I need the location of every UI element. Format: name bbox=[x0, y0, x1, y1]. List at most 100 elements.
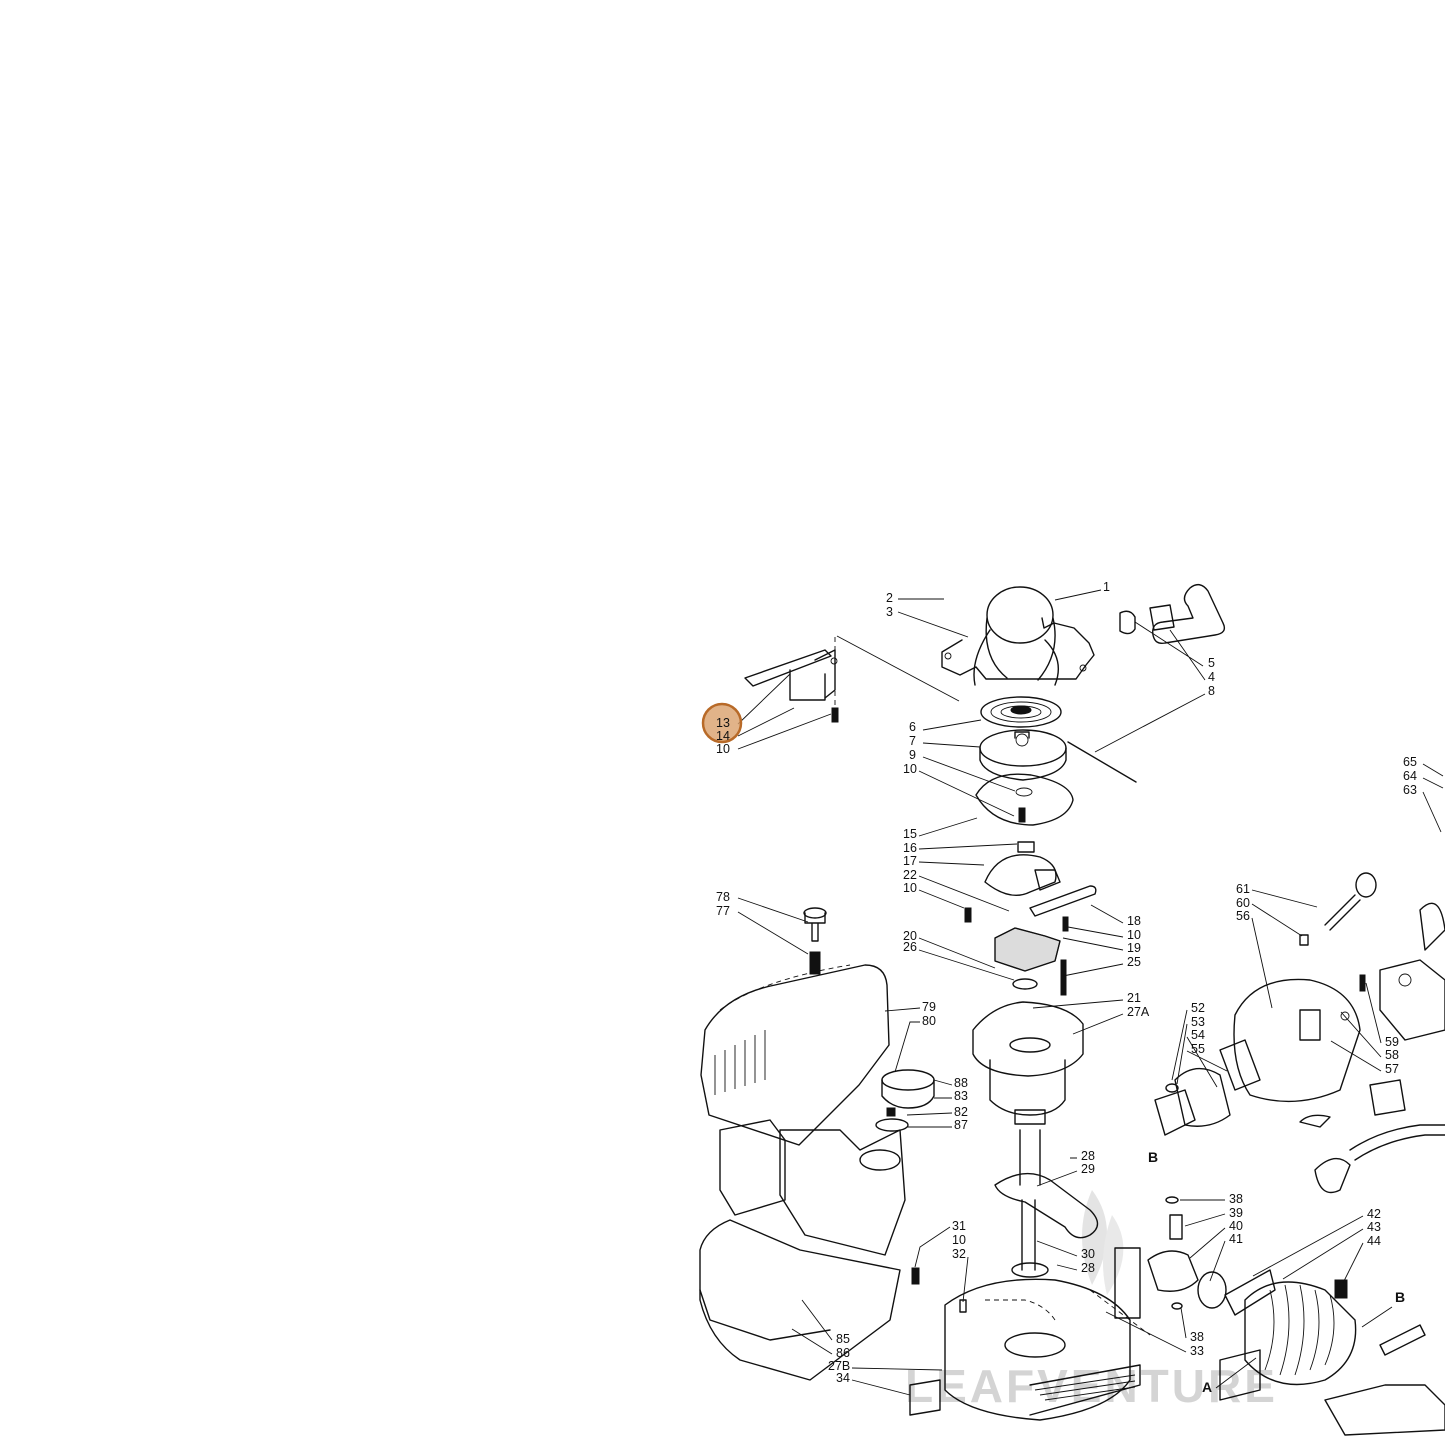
part-number-7: 7 bbox=[909, 734, 916, 748]
part-number-78: 78 bbox=[716, 890, 730, 904]
starter-handle bbox=[1119, 583, 1226, 645]
part-number-79: 79 bbox=[922, 1000, 936, 1014]
side-panel-20 bbox=[1219, 1349, 1261, 1401]
fuel-tank-and-air-box bbox=[699, 964, 906, 1381]
part-number-13: 13 bbox=[716, 716, 730, 730]
starter-rope bbox=[1067, 741, 1137, 783]
part-number-80: 80 bbox=[922, 1014, 936, 1028]
plate-33 bbox=[1089, 1247, 1151, 1336]
part-number-32: 32 bbox=[952, 1247, 966, 1261]
part-number-57: 57 bbox=[1385, 1062, 1399, 1076]
part-number-18: 18 bbox=[1127, 914, 1141, 928]
recoil-spring bbox=[980, 696, 1062, 728]
crankshaft bbox=[994, 1172, 1099, 1278]
part-number-9: 9 bbox=[909, 748, 916, 762]
part-number-14: 14 bbox=[716, 729, 730, 743]
part-number-83: 83 bbox=[954, 1089, 968, 1103]
part-number-19: 19 bbox=[1127, 941, 1141, 955]
part-number-85: 85 bbox=[836, 1332, 850, 1346]
starter-plate bbox=[975, 773, 1074, 826]
part-number-17: 17 bbox=[903, 854, 917, 868]
part-number-65: 65 bbox=[1403, 755, 1417, 769]
ignition-coil bbox=[964, 885, 1097, 996]
carburetor bbox=[1340, 902, 1445, 1041]
part-number-38: 38 bbox=[1229, 1192, 1243, 1206]
part-number-10: 10 bbox=[903, 762, 917, 776]
reference-mark-B: B bbox=[1395, 1289, 1405, 1305]
part-number-10: 10 bbox=[716, 742, 730, 756]
part-labels: 1234581314106791015161722101810192520262… bbox=[716, 580, 1417, 1385]
part-number-54: 54 bbox=[1191, 1028, 1205, 1042]
part-number-31: 31 bbox=[952, 1219, 966, 1233]
part-number-39: 39 bbox=[1229, 1206, 1243, 1220]
part-number-27B: 27B bbox=[828, 1359, 850, 1373]
part-number-43: 43 bbox=[1367, 1220, 1381, 1234]
part-number-44: 44 bbox=[1367, 1234, 1381, 1248]
part-number-40: 40 bbox=[1229, 1219, 1243, 1233]
filter-cap bbox=[875, 1069, 935, 1132]
part-number-29: 29 bbox=[1081, 1162, 1095, 1176]
part-number-87: 87 bbox=[954, 1118, 968, 1132]
part-number-16: 16 bbox=[903, 841, 917, 855]
part-number-1: 1 bbox=[1103, 580, 1110, 594]
part-number-38: 38 bbox=[1190, 1330, 1204, 1344]
insulator-gaskets bbox=[1154, 1039, 1261, 1136]
screw-10 bbox=[911, 1267, 920, 1285]
watermark: LEAFVENTURE bbox=[905, 1190, 1278, 1412]
reference-mark-A: A bbox=[1202, 1379, 1212, 1395]
part-number-28: 28 bbox=[1081, 1149, 1095, 1163]
part-number-10: 10 bbox=[952, 1233, 966, 1247]
part-number-53: 53 bbox=[1191, 1015, 1205, 1029]
part-number-82: 82 bbox=[954, 1105, 968, 1119]
part-number-10: 10 bbox=[1127, 928, 1141, 942]
part-number-61: 61 bbox=[1236, 882, 1250, 896]
part-number-3: 3 bbox=[886, 605, 893, 619]
part-number-27A: 27A bbox=[1127, 1005, 1150, 1019]
part-number-86: 86 bbox=[836, 1346, 850, 1360]
bracket bbox=[744, 635, 960, 723]
part-number-20: 20 bbox=[903, 929, 917, 943]
reference-marks: B B A bbox=[1148, 1149, 1405, 1395]
choke-and-primer bbox=[1299, 872, 1377, 946]
part-number-26: 26 bbox=[903, 940, 917, 954]
crankcase-lower bbox=[944, 1278, 1141, 1421]
part-number-10: 10 bbox=[903, 881, 917, 895]
pin-32 bbox=[959, 1299, 967, 1313]
leader-lines bbox=[737, 589, 1444, 1396]
part-number-4: 4 bbox=[1208, 670, 1215, 684]
part-number-8: 8 bbox=[1208, 684, 1215, 698]
part-number-34: 34 bbox=[836, 1371, 850, 1385]
part-number-55: 55 bbox=[1191, 1042, 1205, 1056]
part-number-88: 88 bbox=[954, 1076, 968, 1090]
part-number-6: 6 bbox=[909, 720, 916, 734]
part-number-56: 56 bbox=[1236, 909, 1250, 923]
highlight-marker[interactable] bbox=[701, 702, 743, 744]
part-number-77: 77 bbox=[716, 904, 730, 918]
part-number-52: 52 bbox=[1191, 1001, 1205, 1015]
part-number-30: 30 bbox=[1081, 1247, 1095, 1261]
part-number-21: 21 bbox=[1127, 991, 1141, 1005]
part-number-33: 33 bbox=[1190, 1344, 1204, 1358]
part-number-5: 5 bbox=[1208, 656, 1215, 670]
starter-pulley bbox=[979, 729, 1067, 781]
part-number-63: 63 bbox=[1403, 783, 1417, 797]
part-number-25: 25 bbox=[1127, 955, 1141, 969]
gasket-34 bbox=[909, 1379, 941, 1416]
watermark-text: LEAFVENTURE bbox=[905, 1360, 1278, 1412]
part-number-2: 2 bbox=[886, 591, 893, 605]
fuel-line-and-filter bbox=[1314, 1124, 1445, 1194]
part-number-28: 28 bbox=[1081, 1261, 1095, 1275]
part-number-58: 58 bbox=[1385, 1048, 1399, 1062]
part-number-60: 60 bbox=[1236, 896, 1250, 910]
air-cleaner-cover bbox=[1233, 978, 1406, 1128]
starter-housing bbox=[941, 586, 1095, 686]
reference-mark-B: B bbox=[1148, 1149, 1158, 1165]
part-number-59: 59 bbox=[1385, 1035, 1399, 1049]
knob-and-spring bbox=[803, 907, 827, 975]
part-number-64: 64 bbox=[1403, 769, 1417, 783]
piston bbox=[1147, 1196, 1227, 1310]
flywheel bbox=[984, 841, 1061, 896]
cylinder bbox=[1224, 1269, 1445, 1436]
